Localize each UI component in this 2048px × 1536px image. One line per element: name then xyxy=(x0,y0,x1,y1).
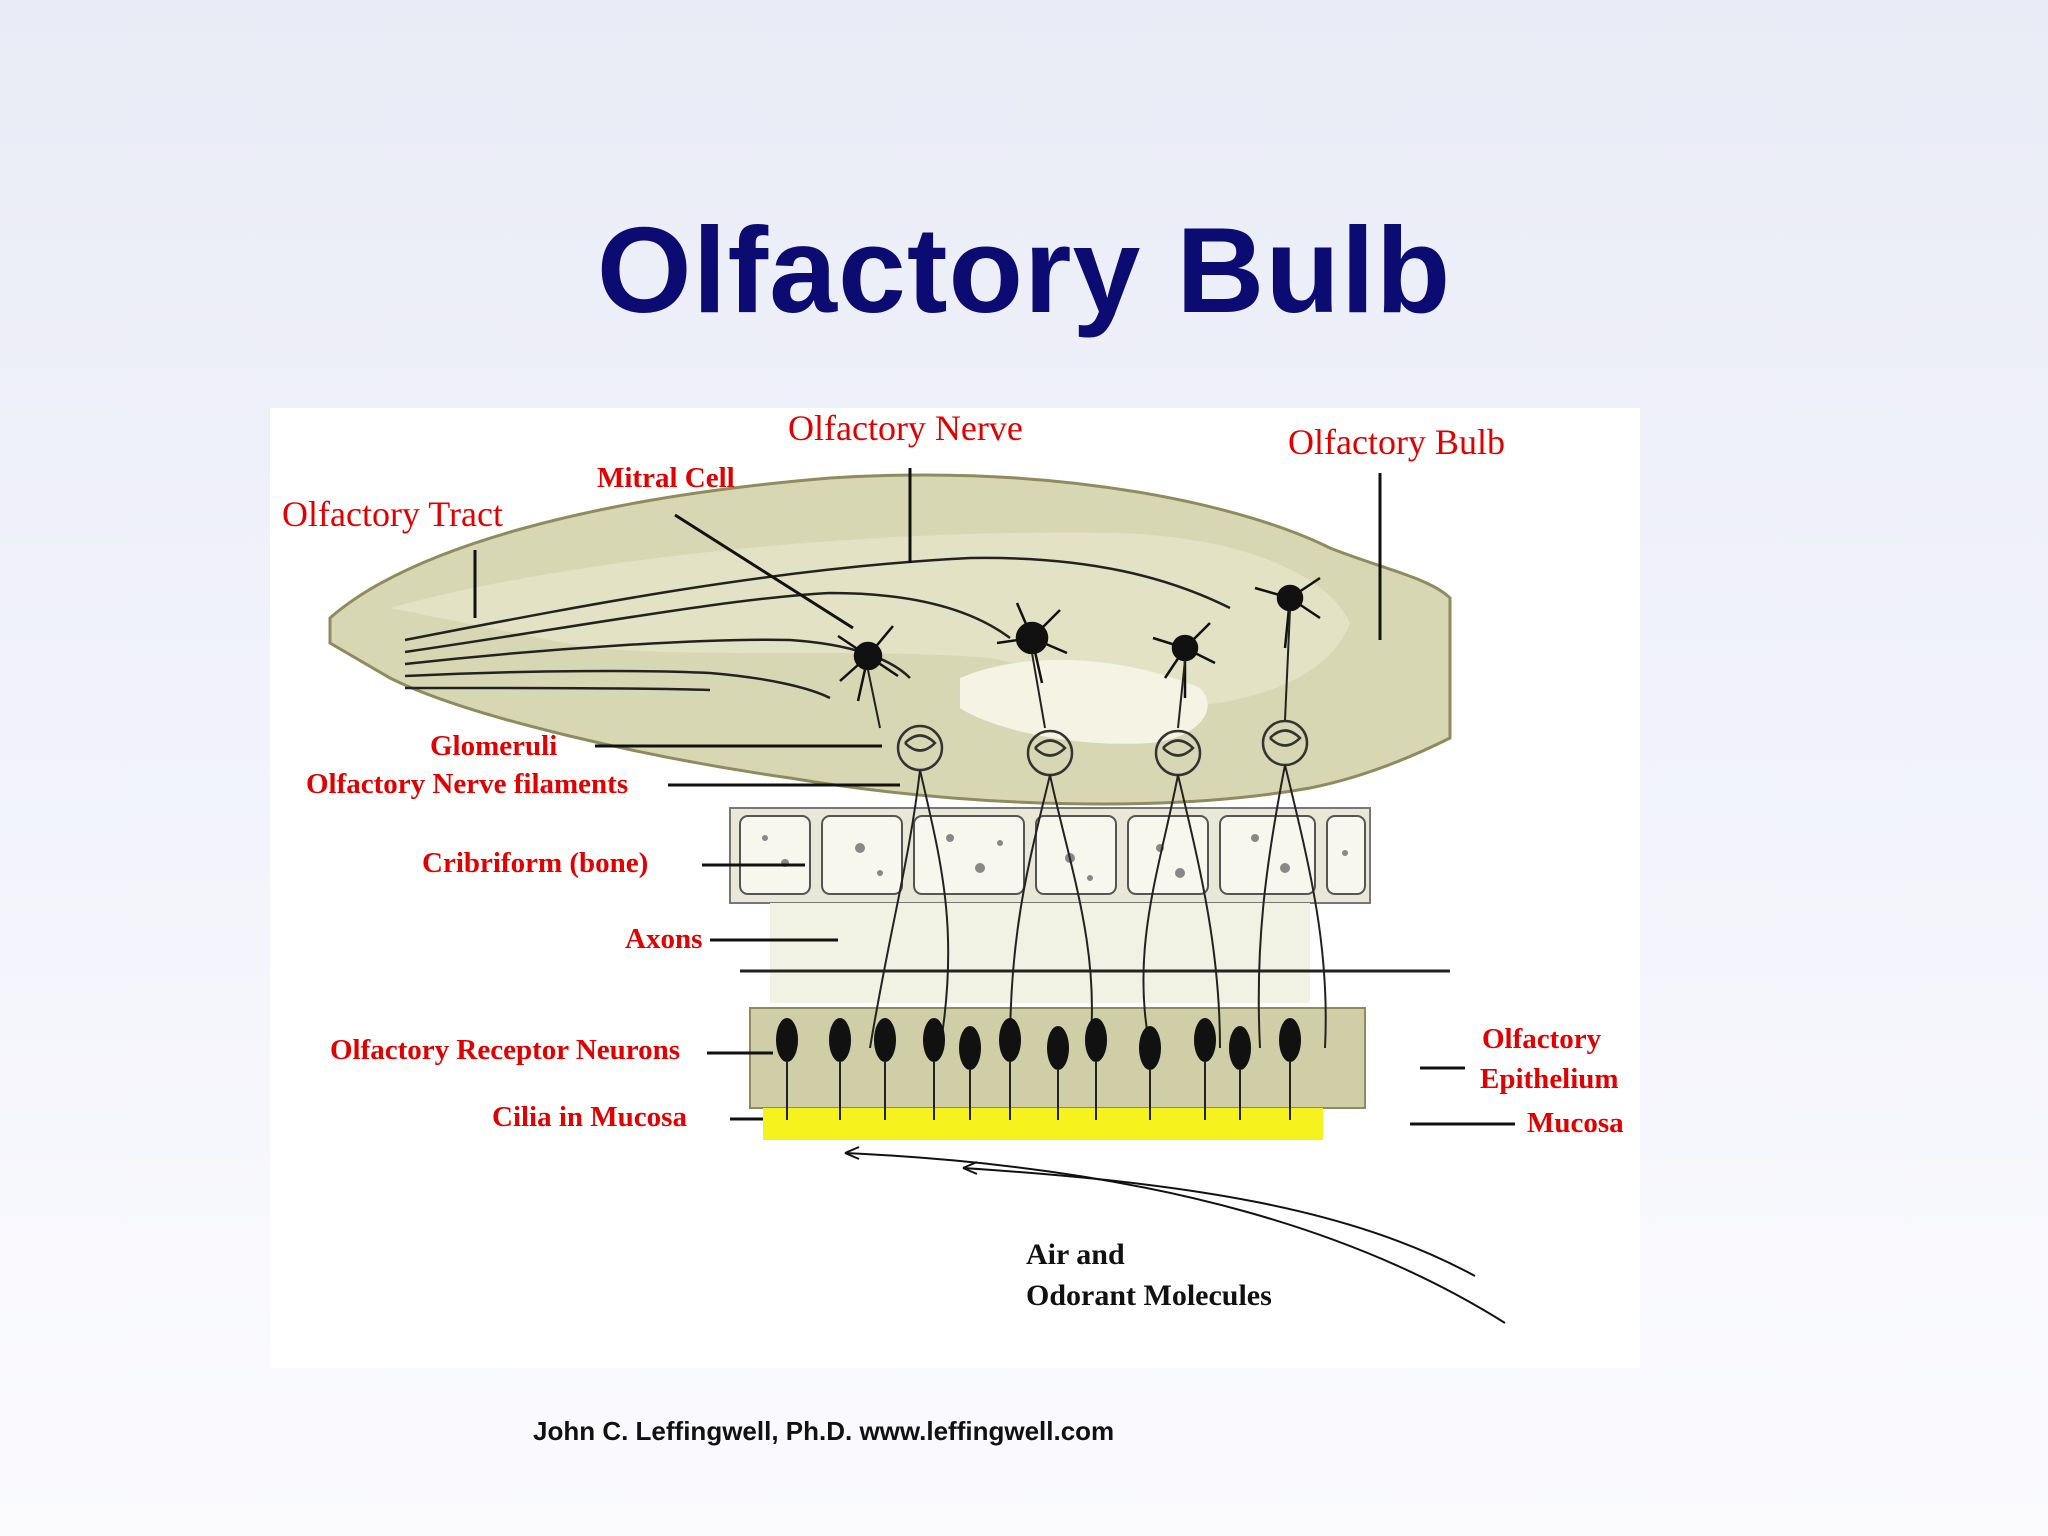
label-cribriform: Cribriform (bone) xyxy=(422,847,649,879)
label-mitral-cell: Mitral Cell xyxy=(597,462,735,494)
label-epithelium-2: Epithelium xyxy=(1480,1063,1619,1095)
label-glomeruli: Glomeruli xyxy=(430,730,558,762)
label-olfactory-nerve: Olfactory Nerve xyxy=(788,408,1023,448)
label-axons: Axons xyxy=(625,923,703,955)
label-receptor-neurons: Olfactory Receptor Neurons xyxy=(330,1034,681,1066)
olfactory-diagram: Olfactory Nerve Olfactory Bulb Mitral Ce… xyxy=(270,408,1640,1368)
label-olfactory-tract: Olfactory Tract xyxy=(282,494,503,534)
airflow-arrows xyxy=(844,1146,1506,1324)
mitral-cells xyxy=(837,576,1321,702)
mucosa-band xyxy=(763,1108,1323,1140)
label-mucosa: Mucosa xyxy=(1527,1107,1624,1139)
slide-title: Olfactory Bulb xyxy=(596,202,1452,338)
label-epithelium-1: Olfactory xyxy=(1482,1023,1602,1055)
cribriform-bone xyxy=(729,807,1371,904)
label-olfactory-bulb: Olfactory Bulb xyxy=(1288,422,1505,462)
label-air-2: Odorant Molecules xyxy=(1026,1279,1272,1312)
diagram-illustration xyxy=(328,468,1515,1324)
label-air-1: Air and xyxy=(1026,1238,1125,1271)
axon-region xyxy=(770,903,1310,1003)
leader-lines xyxy=(473,468,1515,1126)
axons xyxy=(867,609,1327,1049)
label-cilia: Cilia in Mucosa xyxy=(492,1101,687,1133)
receptor-dendrites xyxy=(786,1062,1291,1120)
receptor-neurons xyxy=(776,1018,1301,1070)
credit-line: John C. Leffingwell, Ph.D. www.leffingwe… xyxy=(533,1416,1115,1446)
bulb-light-patch xyxy=(960,659,1208,744)
label-nerve-filaments: Olfactory Nerve filaments xyxy=(306,768,629,800)
